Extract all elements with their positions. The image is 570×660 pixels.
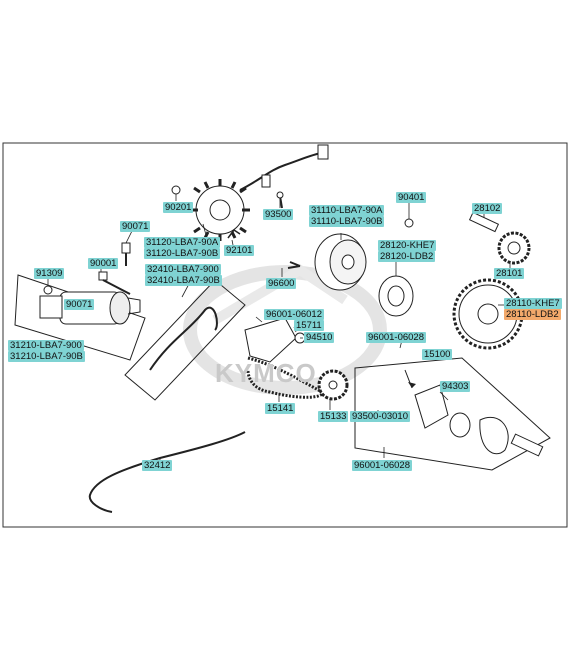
part-label-96001-06012[interactable]: 96001-06012 <box>264 309 324 320</box>
part-label-15100[interactable]: 15100 <box>422 349 453 360</box>
part-label-15133[interactable]: 15133 <box>318 411 349 422</box>
bolt-90071-top <box>121 242 131 266</box>
flywheel-part <box>314 233 367 291</box>
part-label-32410-b[interactable]: 32410-LBA7-90B <box>145 275 222 286</box>
stator-part <box>190 144 329 241</box>
part-label-28110-a[interactable]: 28110-KHE7 <box>504 298 562 309</box>
part-label-94303[interactable]: 94303 <box>440 381 471 392</box>
part-label-96001-06028-lower[interactable]: 96001-06028 <box>352 460 412 471</box>
starter-cable-frame <box>124 279 246 401</box>
part-label-31210-a[interactable]: 31210-LBA7-900 <box>8 340 84 351</box>
part-label-28120-a[interactable]: 28120-KHE7 <box>378 240 437 251</box>
starter-cable <box>149 306 218 371</box>
bolt-96600 <box>287 261 301 269</box>
clamp-92101 <box>227 228 241 239</box>
part-label-28101[interactable]: 28101 <box>494 268 525 279</box>
part-label-90071-starter[interactable]: 90071 <box>64 299 95 310</box>
part-label-28120-b[interactable]: 28120-LDB2 <box>378 251 436 262</box>
part-label-15711[interactable]: 15711 <box>294 320 324 331</box>
part-label-28102[interactable]: 28102 <box>472 203 503 214</box>
part-label-31120-b[interactable]: 31120-LBA7-90B <box>144 248 221 259</box>
sprocket-part <box>317 369 349 401</box>
part-label-31110-a[interactable]: 31110-LBA7-90A <box>309 205 385 216</box>
part-label-93500[interactable]: 93500 <box>263 209 294 220</box>
part-label-94510[interactable]: 94510 <box>304 332 335 343</box>
bolt-90001 <box>98 271 131 295</box>
part-label-32410-a[interactable]: 32410-LBA7-900 <box>145 264 221 275</box>
oil-pump-parts <box>404 369 544 457</box>
nut-90401 <box>404 218 414 228</box>
part-label-90071-top[interactable]: 90071 <box>120 221 151 232</box>
part-label-32412[interactable]: 32412 <box>142 460 173 471</box>
part-label-31110-b[interactable]: 31110-LBA7-90B <box>309 216 385 227</box>
battery-cable <box>88 431 246 513</box>
part-label-31120-a[interactable]: 31120-LBA7-90A <box>144 237 221 248</box>
part-label-93500-03010[interactable]: 93500-03010 <box>350 411 410 422</box>
watermark-text: KYMCO <box>215 358 317 388</box>
part-label-96001-06028-upper[interactable]: 96001-06028 <box>366 332 426 343</box>
part-label-15141[interactable]: 15141 <box>265 403 296 414</box>
part-label-92101[interactable]: 92101 <box>224 245 255 256</box>
part-label-31210-b[interactable]: 31210-LBA7-90B <box>8 351 85 362</box>
part-label-90001[interactable]: 90001 <box>88 258 119 269</box>
part-label-91309[interactable]: 91309 <box>34 268 65 279</box>
part-label-90401[interactable]: 90401 <box>396 192 427 203</box>
starter-clutch-part <box>378 275 414 317</box>
washer-90201 <box>171 185 181 195</box>
part-label-90201[interactable]: 90201 <box>163 202 194 213</box>
idle-gear-part <box>468 211 531 265</box>
diagram-frame <box>2 142 568 528</box>
part-label-28110-b-selected[interactable]: 28110-LDB2 <box>504 309 561 320</box>
cover-part <box>244 317 306 363</box>
chain-part <box>246 356 324 399</box>
part-label-96600[interactable]: 96600 <box>266 278 297 289</box>
